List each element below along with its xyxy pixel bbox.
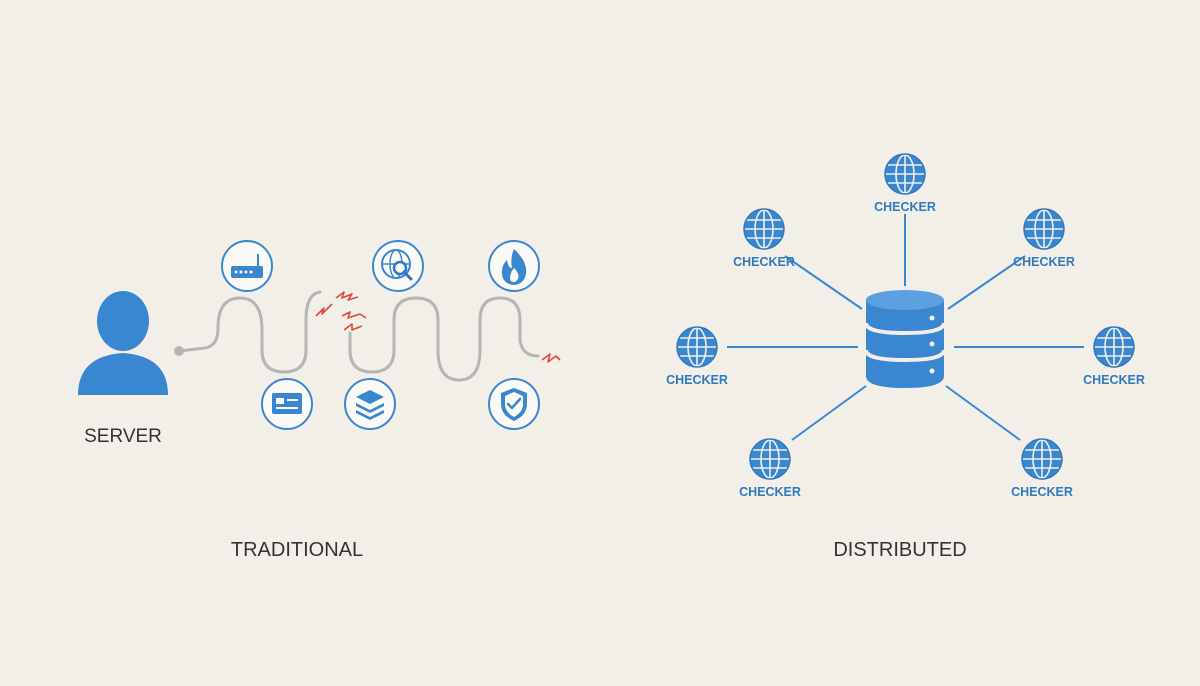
checker-label: CHECKER bbox=[666, 373, 728, 387]
network-search-icon bbox=[372, 240, 424, 292]
database-icon bbox=[864, 290, 946, 388]
connection-line bbox=[791, 385, 867, 441]
firewall-icon bbox=[488, 240, 540, 292]
globe-icon bbox=[1021, 438, 1063, 480]
traditional-label: TRADITIONAL bbox=[231, 539, 363, 561]
checker-node: CHECKER bbox=[874, 153, 936, 214]
card-icon bbox=[261, 378, 313, 430]
checker-node: CHECKER bbox=[733, 208, 795, 269]
break-marks bbox=[315, 291, 561, 363]
globe-icon bbox=[749, 438, 791, 480]
checker-label: CHECKER bbox=[1011, 485, 1073, 499]
checker-node: CHECKER bbox=[1013, 208, 1075, 269]
checker-node: CHECKER bbox=[1083, 326, 1145, 387]
connection-lines bbox=[727, 214, 1084, 441]
connection-line bbox=[945, 385, 1021, 441]
globe-icon bbox=[884, 153, 926, 195]
checker-label: CHECKER bbox=[733, 255, 795, 269]
checker-label: CHECKER bbox=[739, 485, 801, 499]
globe-icon bbox=[1093, 326, 1135, 368]
globe-icon bbox=[743, 208, 785, 250]
checker-label: CHECKER bbox=[1083, 373, 1145, 387]
checker-node: CHECKER bbox=[666, 326, 728, 387]
shield-check-icon bbox=[488, 378, 540, 430]
checker-node: CHECKER bbox=[739, 438, 801, 499]
traditional-section: SERVER bbox=[78, 240, 561, 561]
serpentine-path bbox=[174, 290, 540, 382]
connection-line bbox=[784, 255, 863, 310]
server-label: SERVER bbox=[84, 426, 162, 447]
layers-icon bbox=[344, 378, 396, 430]
distributed-label: DISTRIBUTED bbox=[833, 539, 966, 561]
globe-icon bbox=[1023, 208, 1065, 250]
router-icon bbox=[221, 240, 273, 292]
globe-icon bbox=[676, 326, 718, 368]
distributed-section: CHECKER CHECKER CHECKER CHECKER CHECKER CHECK… bbox=[666, 153, 1145, 561]
checker-nodes: CHECKER CHECKER CHECKER CHECKER CHECKER CHECK… bbox=[666, 153, 1145, 499]
checker-node: CHECKER bbox=[1011, 438, 1073, 499]
server-person-icon bbox=[78, 291, 168, 395]
checker-label: CHECKER bbox=[1013, 255, 1075, 269]
checker-label: CHECKER bbox=[874, 200, 936, 214]
connection-line bbox=[947, 255, 1026, 310]
